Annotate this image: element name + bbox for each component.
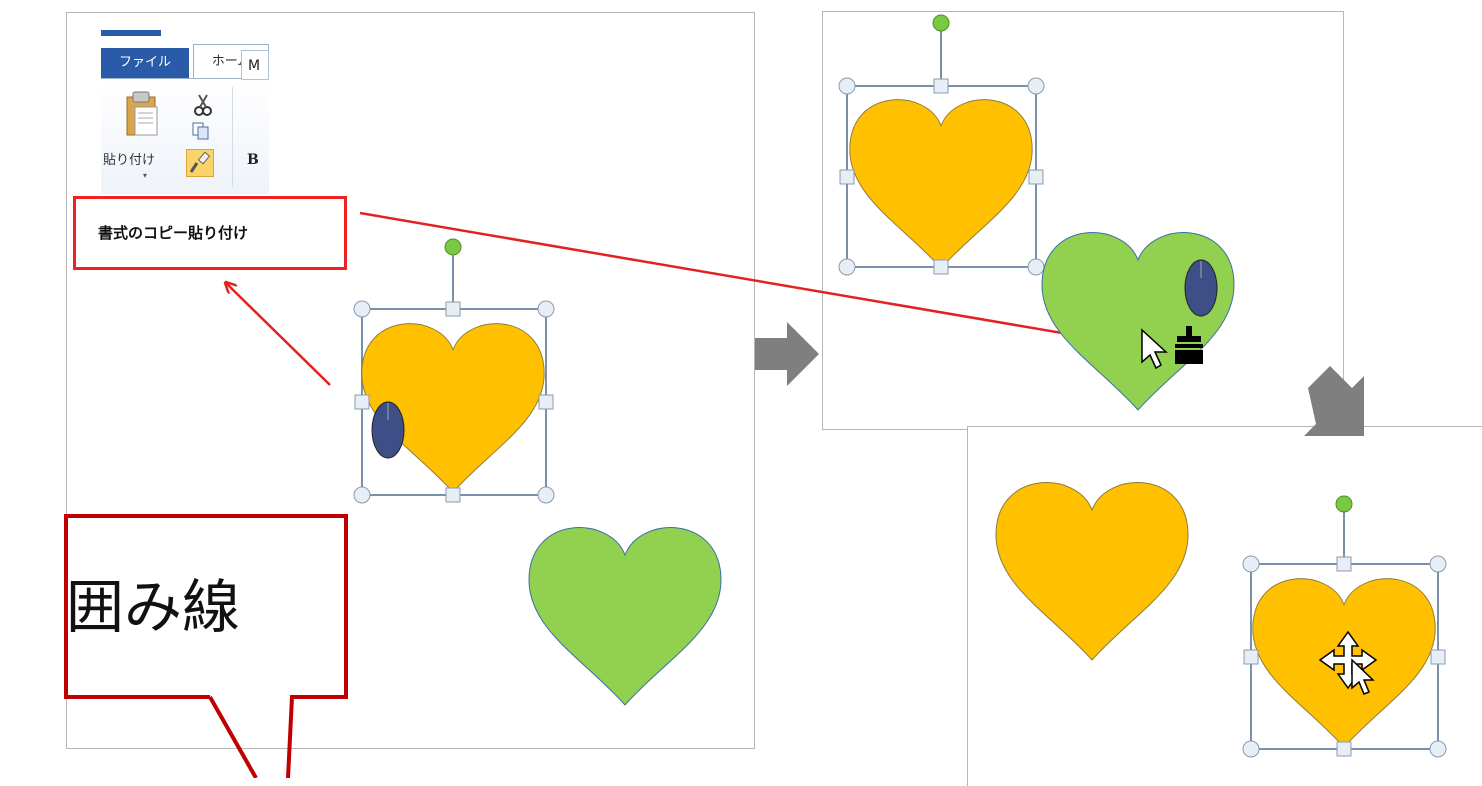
ribbon-crop: ファイル ホーム 貼り付け ▾ M B [101, 30, 269, 194]
ribbon-separator [232, 87, 233, 187]
ribbon-top-bar [101, 30, 161, 36]
clipboard-icon[interactable] [123, 89, 163, 139]
paste-button-label[interactable]: 貼り付け [103, 153, 156, 168]
tab-file[interactable]: ファイル [101, 48, 189, 78]
format-copy-paste-callout: 書式のコピー貼り付け [73, 196, 347, 270]
ribbon-body: 貼り付け ▾ [101, 78, 269, 194]
step2-orange-heart-selected[interactable] [838, 14, 1045, 276]
format-painter-icon [189, 151, 211, 173]
rotation-handle-icon[interactable] [1335, 495, 1353, 513]
mouse-icon [371, 401, 405, 459]
font-name-box[interactable]: M [241, 50, 269, 80]
step1-green-heart[interactable] [528, 527, 722, 706]
step3-orange-heart[interactable] [995, 482, 1189, 661]
move-cursor-icon [1318, 630, 1378, 695]
step-arrow-right [755, 322, 819, 386]
step-arrow-down [1304, 366, 1364, 436]
step1-orange-heart-selected[interactable] [353, 238, 555, 504]
step3-orange-heart-selected[interactable] [1242, 495, 1447, 758]
bold-button[interactable]: B [247, 152, 259, 168]
apply-format-arrow [359, 211, 1138, 346]
scissors-icon[interactable] [193, 93, 213, 117]
callout-arrow [226, 283, 331, 386]
paste-dropdown-icon[interactable]: ▾ [143, 171, 148, 180]
rotation-handle-icon[interactable] [444, 238, 462, 256]
copy-icon[interactable] [191, 121, 211, 141]
step2-green-heart[interactable] [1041, 232, 1235, 411]
format-painter-button[interactable] [186, 149, 214, 177]
cursor-icon [1141, 328, 1168, 370]
bubble-text: 囲み線 [66, 573, 241, 641]
rotation-handle-icon[interactable] [932, 14, 950, 32]
brush-icon [1175, 326, 1203, 364]
mouse-icon [1184, 259, 1218, 317]
bubble-outline [64, 514, 348, 778]
